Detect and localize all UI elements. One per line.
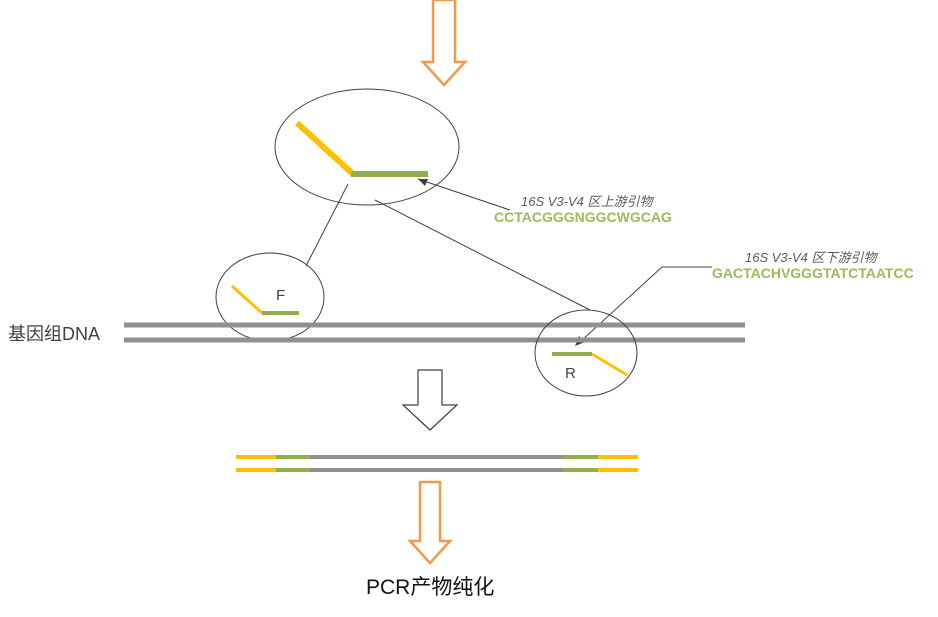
primer-zoom-ellipse [274,88,460,206]
reverse-label: R [565,365,576,382]
bottom-down-arrow-icon [407,480,453,565]
pcr-purification-label: PCR产物纯化 [366,576,494,599]
connector-to-reverse [374,199,591,311]
forward-primer-ellipse [215,252,325,342]
reverse-primer-sequence: GACTACHVGGGTATCTAATCC [712,265,914,281]
forward-primer-title: 16S V3-V4 区上游引物 [521,194,654,209]
reverse-callout-line [580,266,712,342]
forward-primer-sequence: CCTACGGGNGGCWGCAG [494,209,672,225]
reverse-primer-ellipse [534,309,638,397]
connector-to-forward [305,183,349,267]
reverse-adapter-segment [591,352,628,377]
forward-callout-line [417,178,511,211]
primer-adapter-segment [294,120,356,177]
forward-callout-arrowhead [418,179,428,186]
forward-adapter-segment [230,284,264,315]
middle-down-arrow-icon [401,369,459,431]
top-down-arrow-icon [420,0,468,87]
forward-label: F [276,287,285,304]
genome-dna-label: 基因组DNA [8,324,100,344]
reverse-primer-title: 16S V3-V4 区下游引物 [745,250,878,265]
